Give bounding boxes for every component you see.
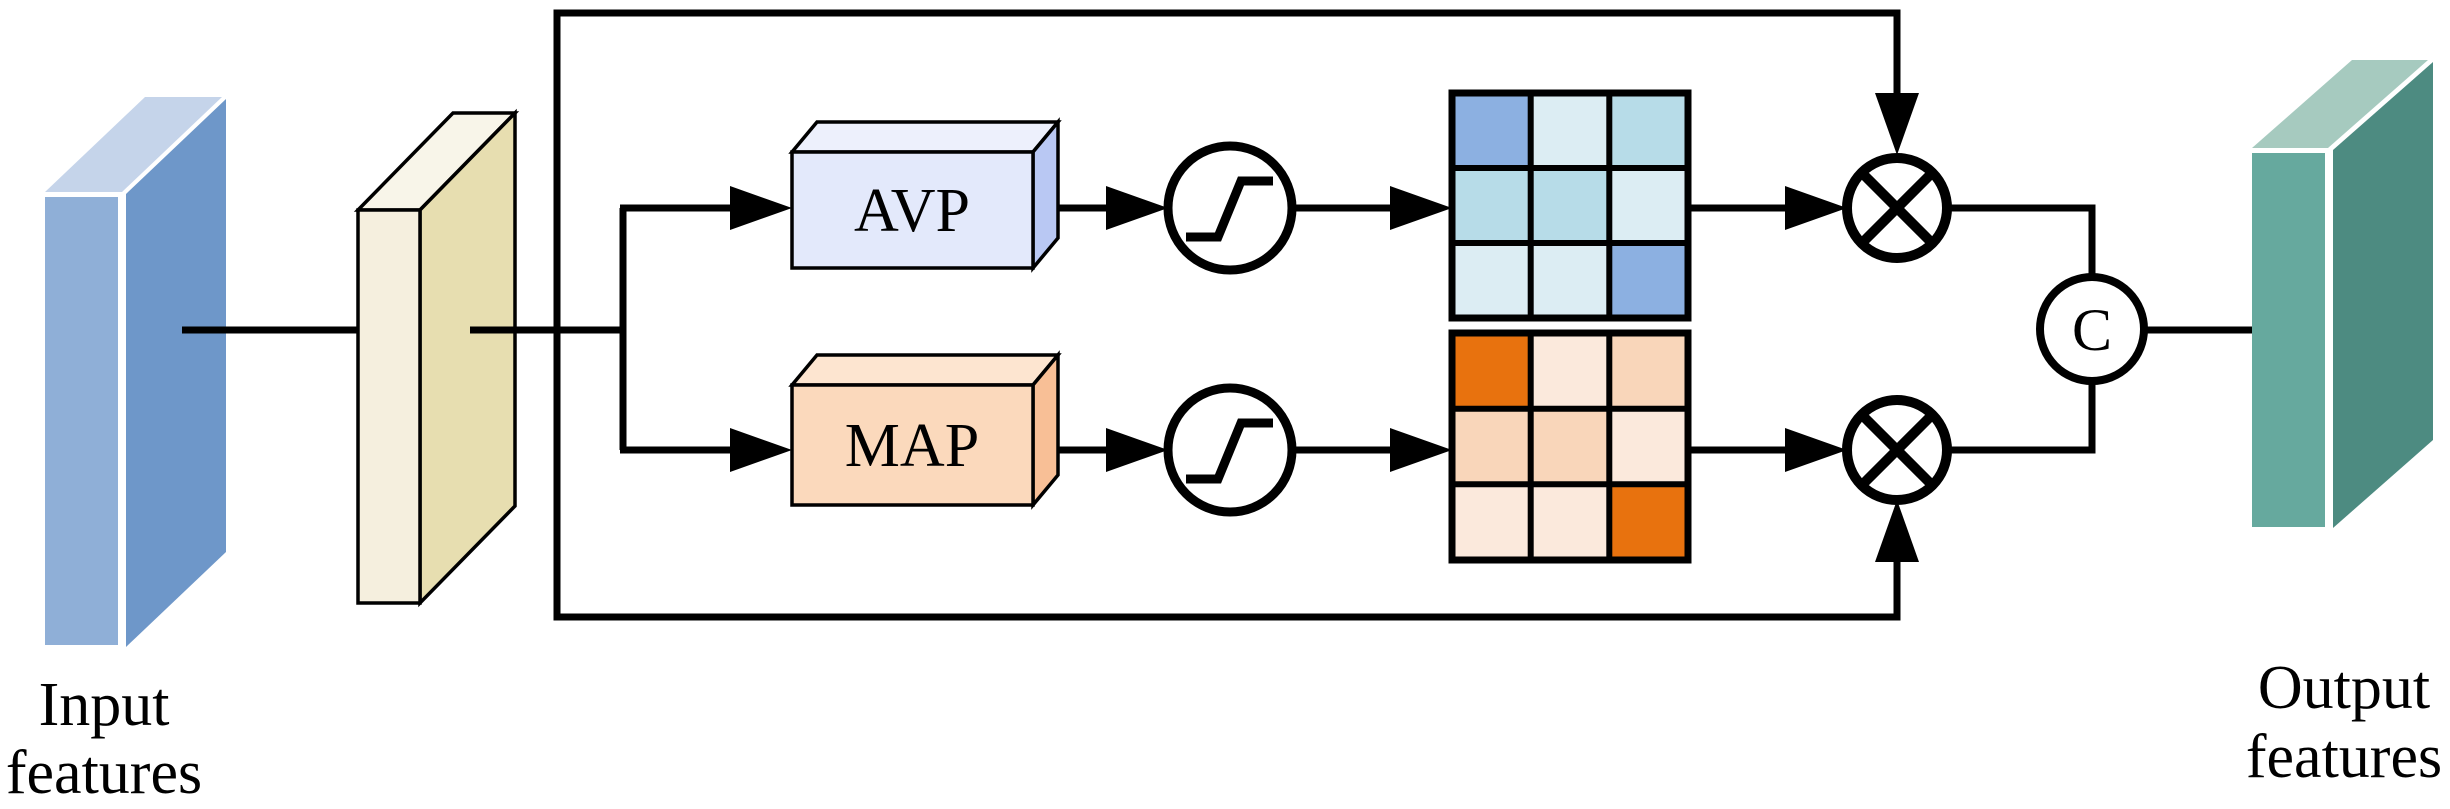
attention-cell <box>1452 333 1531 409</box>
attention-cell <box>1609 333 1688 409</box>
arrowhead-to-multiply-top <box>1785 186 1847 230</box>
attention-cell <box>1609 168 1688 243</box>
map-block: MAP <box>788 350 1062 510</box>
attention-grid-orange <box>1448 329 1692 564</box>
input-slab-side-face <box>126 99 226 647</box>
avp-block: AVP <box>788 117 1062 273</box>
output-slab-top-face <box>2252 60 2428 148</box>
skip-connection-path <box>553 9 1901 621</box>
input-caption: Input features <box>6 671 202 807</box>
output-caption: Output features <box>2246 654 2442 791</box>
attention-cell <box>1609 243 1688 318</box>
attention-cell <box>1609 484 1688 560</box>
input-slab-front-face <box>45 197 118 645</box>
attention-cell <box>1452 243 1531 318</box>
arrowhead-to-grid-bottom <box>1390 428 1452 472</box>
attention-cell <box>1609 408 1688 485</box>
arrowhead-to-sigmoid-top <box>1106 186 1168 230</box>
multiply-node-bottom <box>1842 395 1952 505</box>
input-slab-top-face <box>45 97 222 192</box>
sigmoid-node-bottom <box>1163 383 1297 517</box>
avp-front-face <box>790 150 1035 270</box>
concat-node: C <box>2036 273 2148 385</box>
attention-cell <box>1452 484 1531 560</box>
map-top-face <box>788 353 1062 387</box>
map-label: MAP <box>845 412 979 480</box>
output-caption-line2: features <box>2246 723 2442 791</box>
attention-cell <box>1452 408 1531 485</box>
attention-cell <box>1609 93 1688 168</box>
input-feature-slab <box>45 97 226 647</box>
map-front-face <box>790 383 1035 507</box>
multiply-node-top <box>1842 153 1952 263</box>
arrowhead-skip-bottom <box>1875 500 1919 562</box>
arrowhead-to-multiply-bottom <box>1785 428 1847 472</box>
attention-cell <box>1530 484 1610 560</box>
output-slab-side-face <box>2333 62 2433 528</box>
attention-cell <box>1530 93 1610 168</box>
attention-cell <box>1530 168 1610 243</box>
sigmoid-node-top <box>1163 141 1297 275</box>
avp-top-face <box>788 120 1062 154</box>
attention-grid-blue <box>1448 89 1692 322</box>
sigmoid-icon <box>1186 418 1273 484</box>
multiply-cross-icon <box>1859 170 1935 246</box>
sigmoid-icon <box>1186 176 1273 242</box>
output-feature-slab <box>2252 60 2433 528</box>
intermediate-feature-slab <box>353 108 520 608</box>
attention-cell <box>1452 93 1531 168</box>
arrowhead-to-avp <box>730 186 792 230</box>
input-caption-line1: Input <box>39 671 170 739</box>
skip-connection-bracket <box>553 9 1919 621</box>
multiply-cross-icon <box>1859 412 1935 488</box>
attention-cell <box>1530 243 1610 318</box>
arrowhead-skip-top <box>1875 93 1919 155</box>
intermediate-slab-front-face <box>356 208 422 605</box>
avp-label: AVP <box>854 177 970 245</box>
arrowhead-to-grid-top <box>1390 186 1452 230</box>
wire-multiply-top-to-concat <box>1947 204 2096 275</box>
attention-cell <box>1530 333 1610 409</box>
input-caption-line2: features <box>6 739 202 807</box>
arrowhead-to-map <box>730 428 792 472</box>
wire-multiply-bottom-to-concat <box>1947 383 2096 454</box>
output-caption-line1: Output <box>2258 654 2430 722</box>
concat-label: C <box>2072 297 2112 363</box>
arrowhead-to-sigmoid-bottom <box>1106 428 1168 472</box>
attention-cell <box>1530 408 1610 485</box>
attention-cell <box>1452 168 1531 243</box>
output-slab-front-face <box>2252 153 2325 527</box>
